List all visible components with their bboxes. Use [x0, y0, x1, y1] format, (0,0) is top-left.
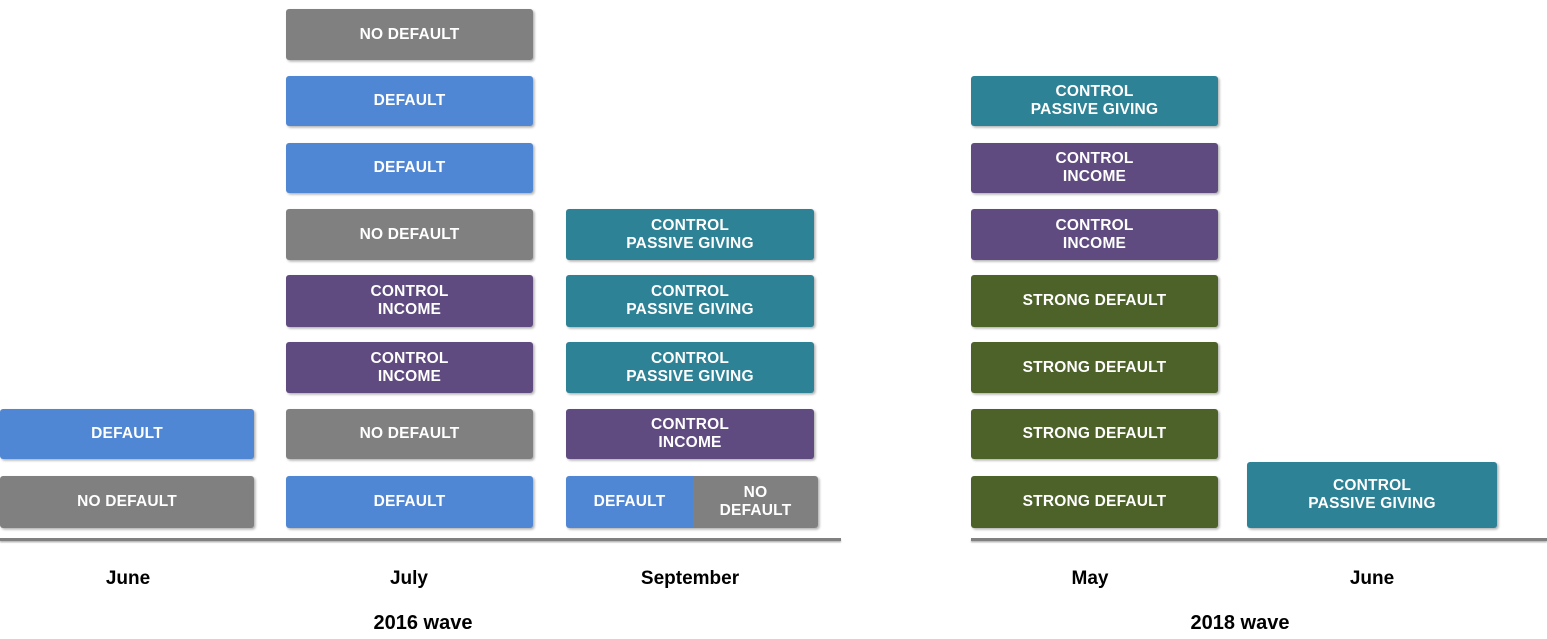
axis-line-wave-2016	[0, 538, 841, 541]
bar-label-line: CONTROL	[650, 283, 730, 301]
bar-september-2016-split-segment-default: DEFAULT	[566, 476, 693, 528]
bar-june-2016-default: DEFAULT	[0, 409, 254, 459]
bar-july-2016-default-2: DEFAULT	[286, 143, 533, 193]
bar-label-line: CONTROL	[650, 216, 730, 234]
bar-may-2018-strong-default-3: STRONG DEFAULT	[971, 409, 1218, 459]
bar-july-2016-no-default-3: NO DEFAULT	[286, 409, 533, 459]
bar-label-line: STRONG DEFAULT	[1022, 292, 1167, 310]
bar-label-line: PASSIVE GIVING	[1030, 101, 1159, 118]
bar-label-line: CONTROL	[1055, 216, 1134, 234]
bar-label-line: STRONG DEFAULT	[1022, 425, 1167, 443]
month-label-june-wave-2018: June	[1349, 568, 1395, 589]
bar-june-2016-no-default: NO DEFAULT	[0, 476, 254, 528]
bar-label-line: PASSIVE GIVING	[626, 367, 754, 385]
bar-label-line: CONTROL	[370, 283, 449, 301]
bar-label-line: STRONG DEFAULT	[1022, 358, 1167, 376]
bar-label-line: DEFAULT	[91, 425, 163, 443]
bar-label-line: DEFAULT	[373, 159, 446, 177]
bar-label-line: NO DEFAULT	[77, 493, 177, 511]
bar-label-line: STRONG DEFAULT	[1022, 493, 1167, 511]
wave-label-wave-2018: 2018 wave	[1190, 612, 1290, 634]
bar-label-line: NO	[743, 484, 768, 502]
bar-may-2018-strong-default-2: STRONG DEFAULT	[971, 342, 1218, 393]
bar-label-line: CONTROL	[1055, 150, 1134, 168]
bar-july-2016-default-1: DEFAULT	[286, 76, 533, 126]
bar-label-line: PASSIVE GIVING	[1308, 495, 1436, 512]
month-label-july-wave-2016: July	[389, 568, 429, 589]
bar-label-line: DEFAULT	[593, 493, 666, 511]
bar-label-line: CONTROL	[1332, 477, 1412, 495]
axis-line-wave-2018	[971, 538, 1547, 541]
bar-label-line: INCOME	[658, 434, 722, 451]
bar-label-line: CONTROL	[1055, 83, 1134, 101]
bar-label-line: CONTROL	[370, 349, 449, 367]
bar-label-line: NO DEFAULT	[359, 425, 460, 443]
bar-july-2016-no-default-2: NO DEFAULT	[286, 209, 533, 260]
bar-may-2018-strong-default-4: STRONG DEFAULT	[971, 476, 1218, 528]
bar-label-line: PASSIVE GIVING	[626, 234, 754, 252]
bar-label-line: DEFAULT	[719, 502, 792, 519]
bar-label-line: NO DEFAULT	[359, 225, 460, 243]
bar-label-line: DEFAULT	[373, 92, 446, 110]
month-label-june-wave-2016: June	[105, 568, 151, 589]
bar-label-line: CONTROL	[650, 349, 730, 367]
bar-label-line: PASSIVE GIVING	[626, 301, 754, 318]
bar-label-line: INCOME	[1062, 168, 1127, 185]
bar-may-2018-strong-default-1: STRONG DEFAULT	[971, 275, 1218, 327]
bar-label-line: INCOME	[377, 301, 442, 318]
bar-label-line: INCOME	[1062, 234, 1127, 252]
bar-july-2016-no-default-1: NO DEFAULT	[286, 9, 533, 60]
month-label-september-wave-2016: September	[640, 568, 740, 589]
month-label-may-wave-2018: May	[1071, 568, 1109, 589]
bar-label-line: NO DEFAULT	[359, 25, 460, 43]
bar-label-line: DEFAULT	[373, 493, 446, 511]
bar-july-2016-default-3: DEFAULT	[286, 476, 533, 528]
wave-label-wave-2016: 2016 wave	[373, 612, 473, 634]
bar-label-line: INCOME	[377, 367, 442, 385]
bar-label-line: CONTROL	[650, 416, 730, 434]
